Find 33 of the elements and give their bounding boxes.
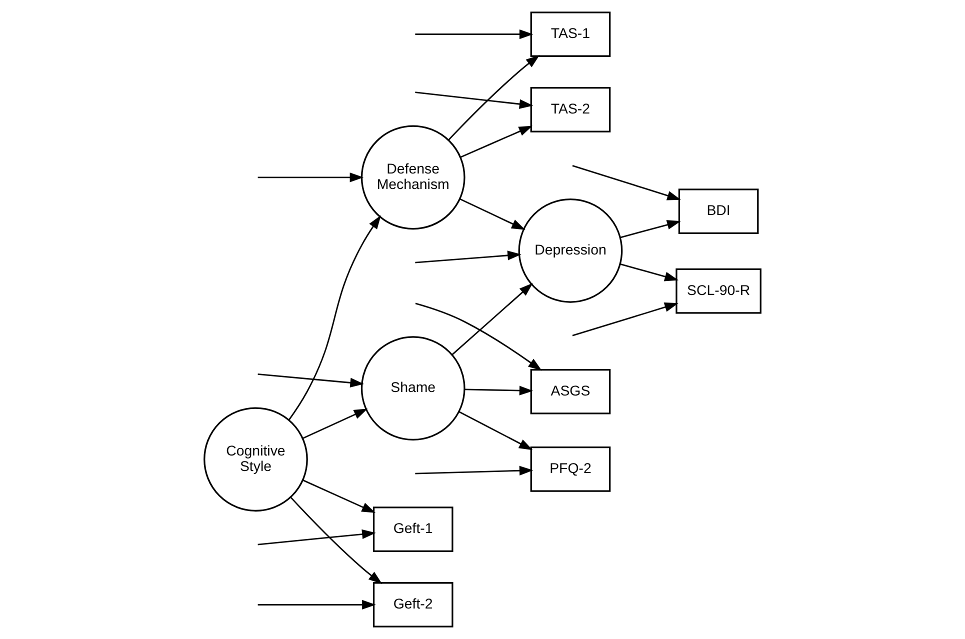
arrow [288, 215, 381, 420]
arrow [258, 529, 376, 546]
node-box: BDI [678, 188, 759, 234]
arrow [258, 172, 364, 182]
node-box: PFQ-2 [530, 446, 611, 492]
arrow [415, 466, 534, 476]
node-circle: Shame [360, 336, 466, 441]
arrow [460, 126, 533, 158]
arrow [620, 263, 678, 282]
arrow [258, 600, 376, 610]
node-box: ASGS [530, 368, 611, 414]
arrow [452, 283, 533, 356]
node-box: SCL-90-R [676, 268, 762, 314]
arrow [258, 374, 364, 388]
arrow [302, 408, 368, 439]
arrow [464, 386, 534, 396]
arrow [572, 165, 681, 200]
arrow [415, 302, 542, 371]
arrow [302, 480, 376, 513]
arrow [415, 92, 534, 109]
arrow [415, 250, 522, 264]
node-box: TAS-2 [530, 87, 611, 132]
arrow [448, 55, 540, 140]
arrow [458, 411, 533, 450]
node-box: Geft-1 [372, 506, 454, 552]
arrow [415, 29, 534, 40]
arrow [572, 302, 678, 336]
node-box: TAS-1 [530, 12, 611, 57]
node-circle: Cognitive Style [204, 407, 308, 512]
arrow [460, 198, 526, 230]
node-box: Geft-2 [372, 582, 454, 628]
arrow [290, 496, 382, 584]
arrow [620, 220, 681, 238]
